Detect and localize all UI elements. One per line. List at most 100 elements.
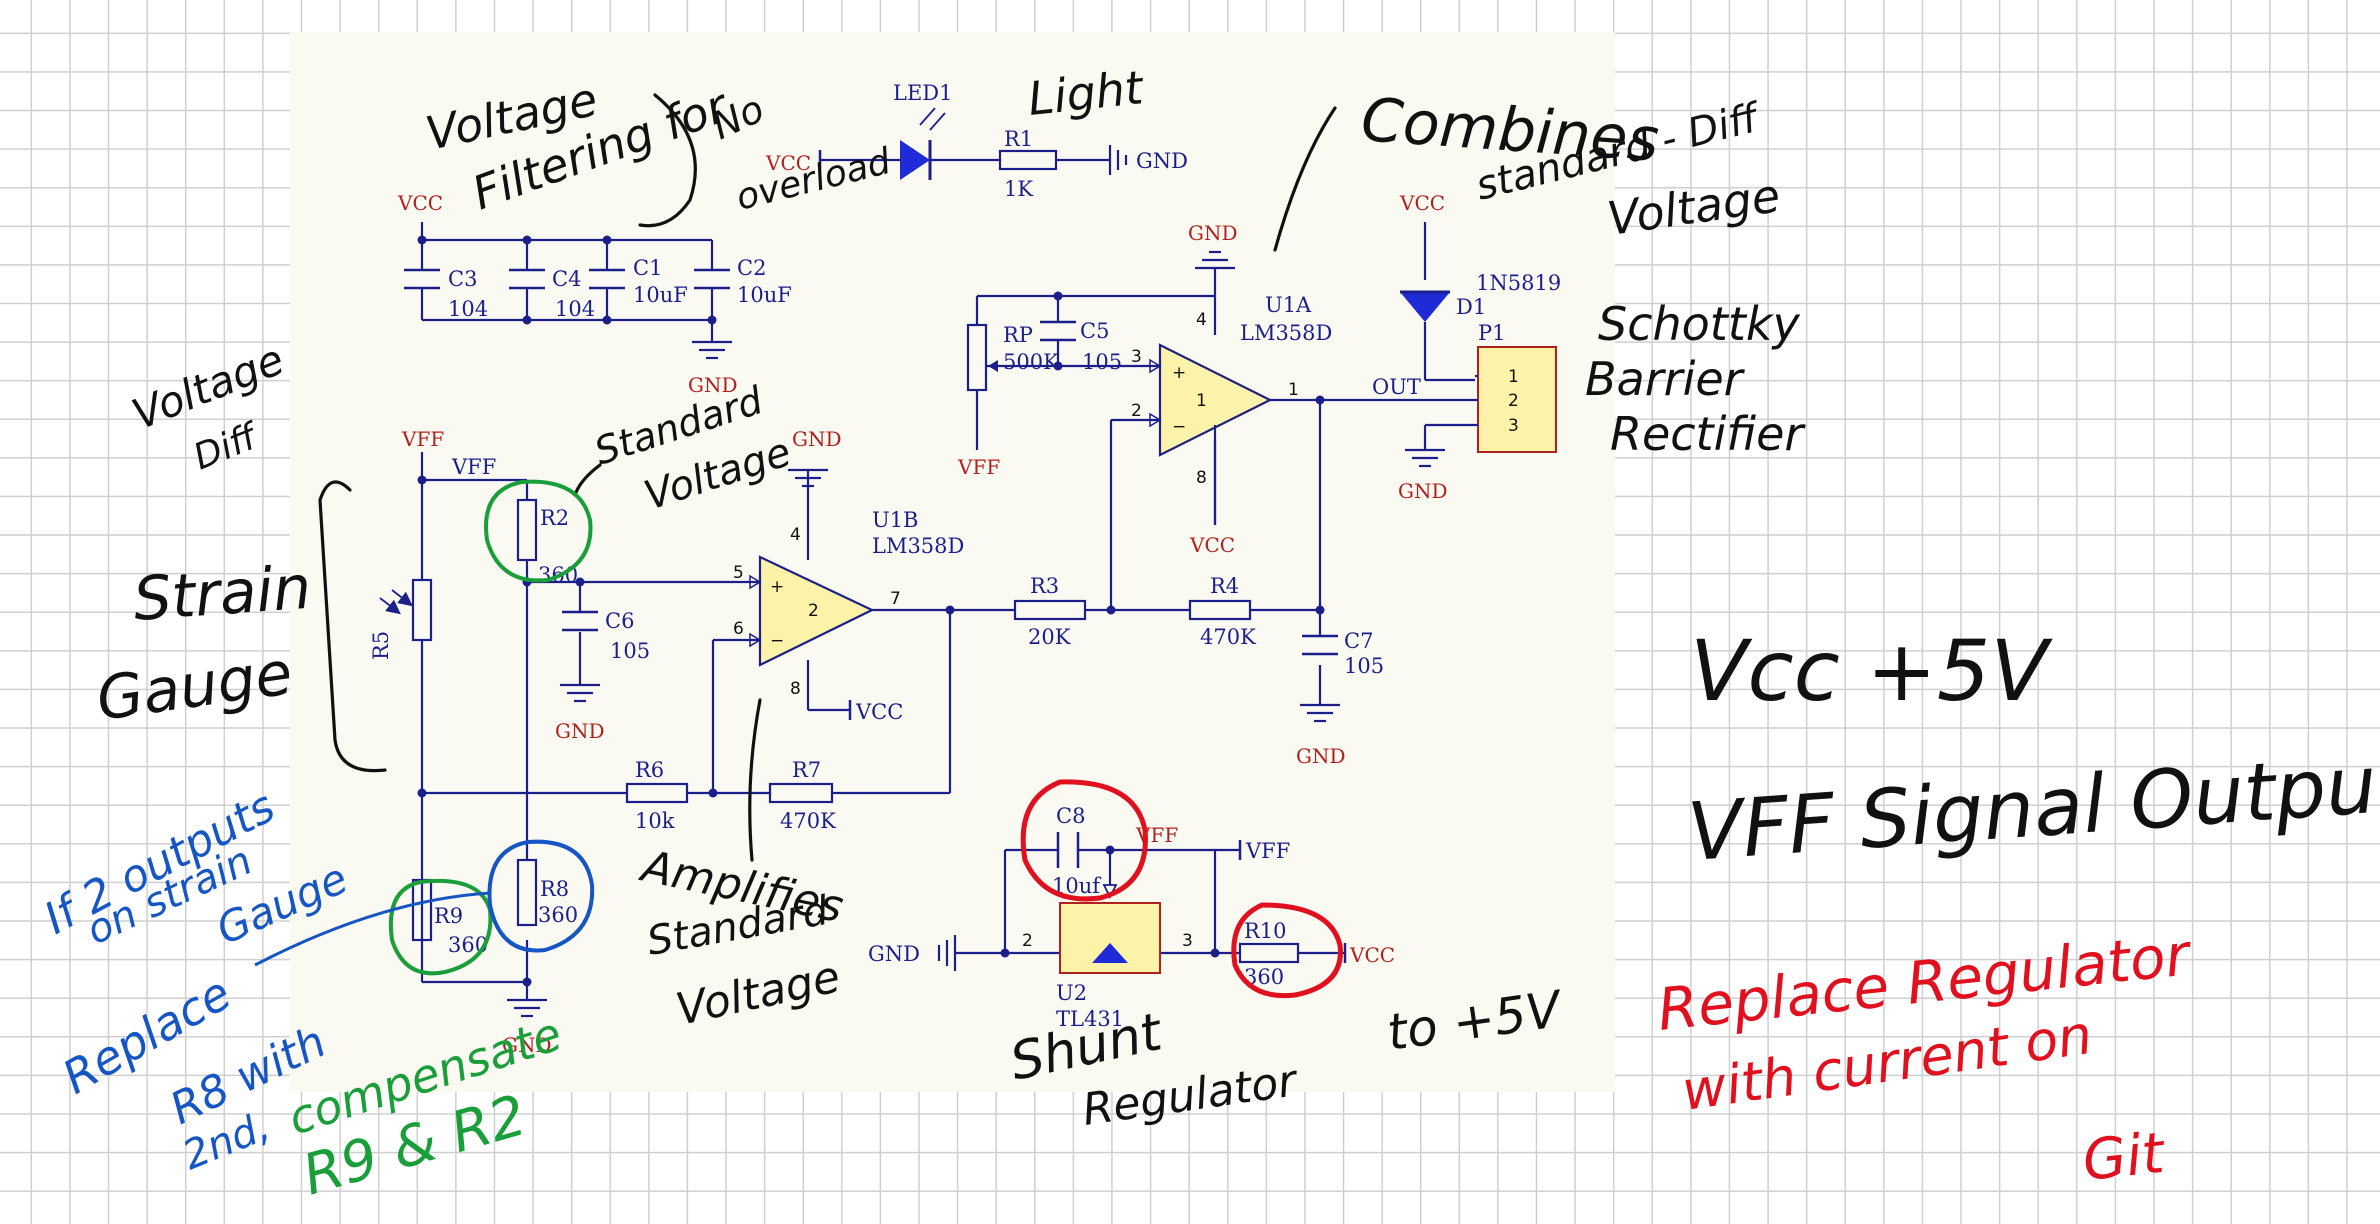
u1b-plus: +: [770, 577, 784, 597]
note-schottky-1: Schottky: [1598, 297, 1800, 351]
strain-gauge-bracket: [318, 480, 387, 773]
c7-label: C7: [1344, 629, 1373, 653]
u1b-minus: −: [770, 631, 784, 651]
u1b-label: U1B: [872, 508, 919, 532]
u1a-pin-3: 3: [1131, 347, 1142, 367]
u1b-in-arrow-plus: [749, 574, 762, 590]
c8-label: C8: [1056, 804, 1085, 828]
u1a-plus: +: [1172, 363, 1186, 383]
brace-filtering: [638, 93, 697, 228]
out-label: OUT: [1372, 375, 1421, 399]
r7-resistor: [768, 782, 834, 804]
r4-resistor: [1188, 599, 1252, 621]
r3-resistor: [1013, 599, 1087, 621]
p1-label: P1: [1478, 321, 1506, 345]
note-strain-gauge-1: Strain: [131, 553, 313, 635]
note-red-3: Git: [2080, 1121, 2169, 1194]
c5-label: C5: [1080, 319, 1109, 343]
c7-value: 105: [1344, 654, 1384, 678]
u1b-pin-4: 4: [790, 525, 801, 545]
vff-label-rp: VFF: [957, 455, 1000, 479]
note-light: Light: [1026, 60, 1148, 126]
vff-net-label: VFF: [451, 455, 496, 479]
led1-diode: [900, 140, 930, 180]
r2-green-circle: [484, 479, 593, 583]
c3-capacitor: [404, 268, 440, 290]
amplifies-pointer: [748, 698, 762, 862]
u1a-part: LM358D: [1240, 321, 1332, 345]
c2-capacitor: [694, 268, 730, 290]
c5-capacitor: [1040, 320, 1076, 342]
u1a-pin-4: 4: [1196, 310, 1207, 330]
r8-blue-circle: [487, 839, 595, 953]
c3-label: C3: [448, 267, 477, 291]
r5-resistor: [411, 578, 433, 642]
c6-label: C6: [605, 609, 634, 633]
r4-label: R4: [1210, 574, 1239, 598]
r4-value: 470K: [1200, 625, 1256, 649]
gnd-label-filter: GND: [688, 373, 738, 397]
vcc-label-led: VCC: [765, 151, 811, 175]
c5-value: 105: [1082, 350, 1122, 374]
junction-dots: [417, 235, 1325, 987]
u1b-opamp: [758, 555, 875, 667]
r10-resistor: [1238, 942, 1300, 964]
note-schottky-3: Rectifier: [1610, 407, 1806, 461]
u2-diode: [1092, 943, 1128, 963]
p1-connector: [1477, 346, 1557, 453]
c8-red-circle: [1020, 779, 1148, 902]
c1-value: 10uF: [633, 283, 688, 307]
r6-label: R6: [635, 758, 664, 782]
vff-label-stub: VFF: [1245, 839, 1290, 863]
c4-value: 104: [555, 297, 595, 321]
vcc-label-r10: VCC: [1349, 943, 1395, 967]
r8-label: R8: [540, 877, 569, 901]
u1b-pin-7: 7: [890, 589, 901, 609]
vff-label-c8: VFF: [1135, 823, 1178, 847]
c1-capacitor: [589, 268, 625, 290]
gnd-label-r8: GND: [502, 1033, 552, 1057]
d1-label: D1: [1456, 295, 1486, 319]
r9-label: R9: [434, 904, 463, 928]
vcc-label-d1: VCC: [1399, 191, 1445, 215]
r10-label: R10: [1244, 919, 1287, 943]
u2-pin-2: 2: [1022, 931, 1033, 951]
r2-resistor: [516, 498, 538, 562]
led1-label: LED1: [893, 81, 952, 105]
r2-label: R2: [540, 506, 569, 530]
c2-label: C2: [737, 256, 766, 280]
note-voltage-diff-1: Voltage: [125, 335, 290, 440]
gnd-label-led: GND: [1136, 149, 1188, 173]
u1b-pin-8: 8: [790, 679, 801, 699]
note-combines-3: Voltage: [1604, 168, 1783, 246]
c6-capacitor: [562, 610, 598, 632]
r1-resistor: [998, 149, 1058, 171]
gnd-label-u1b: GND: [792, 427, 842, 451]
p1-pin-1: 1: [1508, 367, 1519, 387]
r9-green-circle: [388, 878, 493, 976]
gnd-label-c6: GND: [555, 719, 605, 743]
vcc-label-filter: VCC: [397, 191, 443, 215]
c4-label: C4: [552, 267, 581, 291]
r7-label: R7: [792, 758, 821, 782]
rp-label: RP: [1003, 323, 1033, 347]
r9-value: 360: [448, 933, 488, 957]
schematic-sheet: [290, 32, 1615, 1092]
r10-red-circle: [1231, 902, 1343, 999]
note-schottky-2: Barrier: [1585, 352, 1746, 406]
u1a-pin-8: 8: [1196, 468, 1207, 488]
gnd-label-c7: GND: [1296, 744, 1346, 768]
d1-diode: [1400, 292, 1450, 322]
r6-resistor: [625, 782, 689, 804]
r1-value: 1K: [1004, 177, 1033, 201]
c4-capacitor: [509, 268, 545, 290]
u1b-in-arrow-minus: [749, 632, 762, 648]
led1-rays: [919, 107, 946, 131]
note-vcc-5v: Vcc +5V: [1690, 622, 2053, 720]
schematic-labels: VCC GND C3 104 C4 104 C1 10uF C2 10uF LE…: [369, 81, 1561, 1057]
r5-label: R5: [369, 631, 393, 660]
c3-value: 104: [448, 297, 488, 321]
u2-label: U2: [1056, 981, 1087, 1005]
c6-value: 105: [610, 639, 650, 663]
